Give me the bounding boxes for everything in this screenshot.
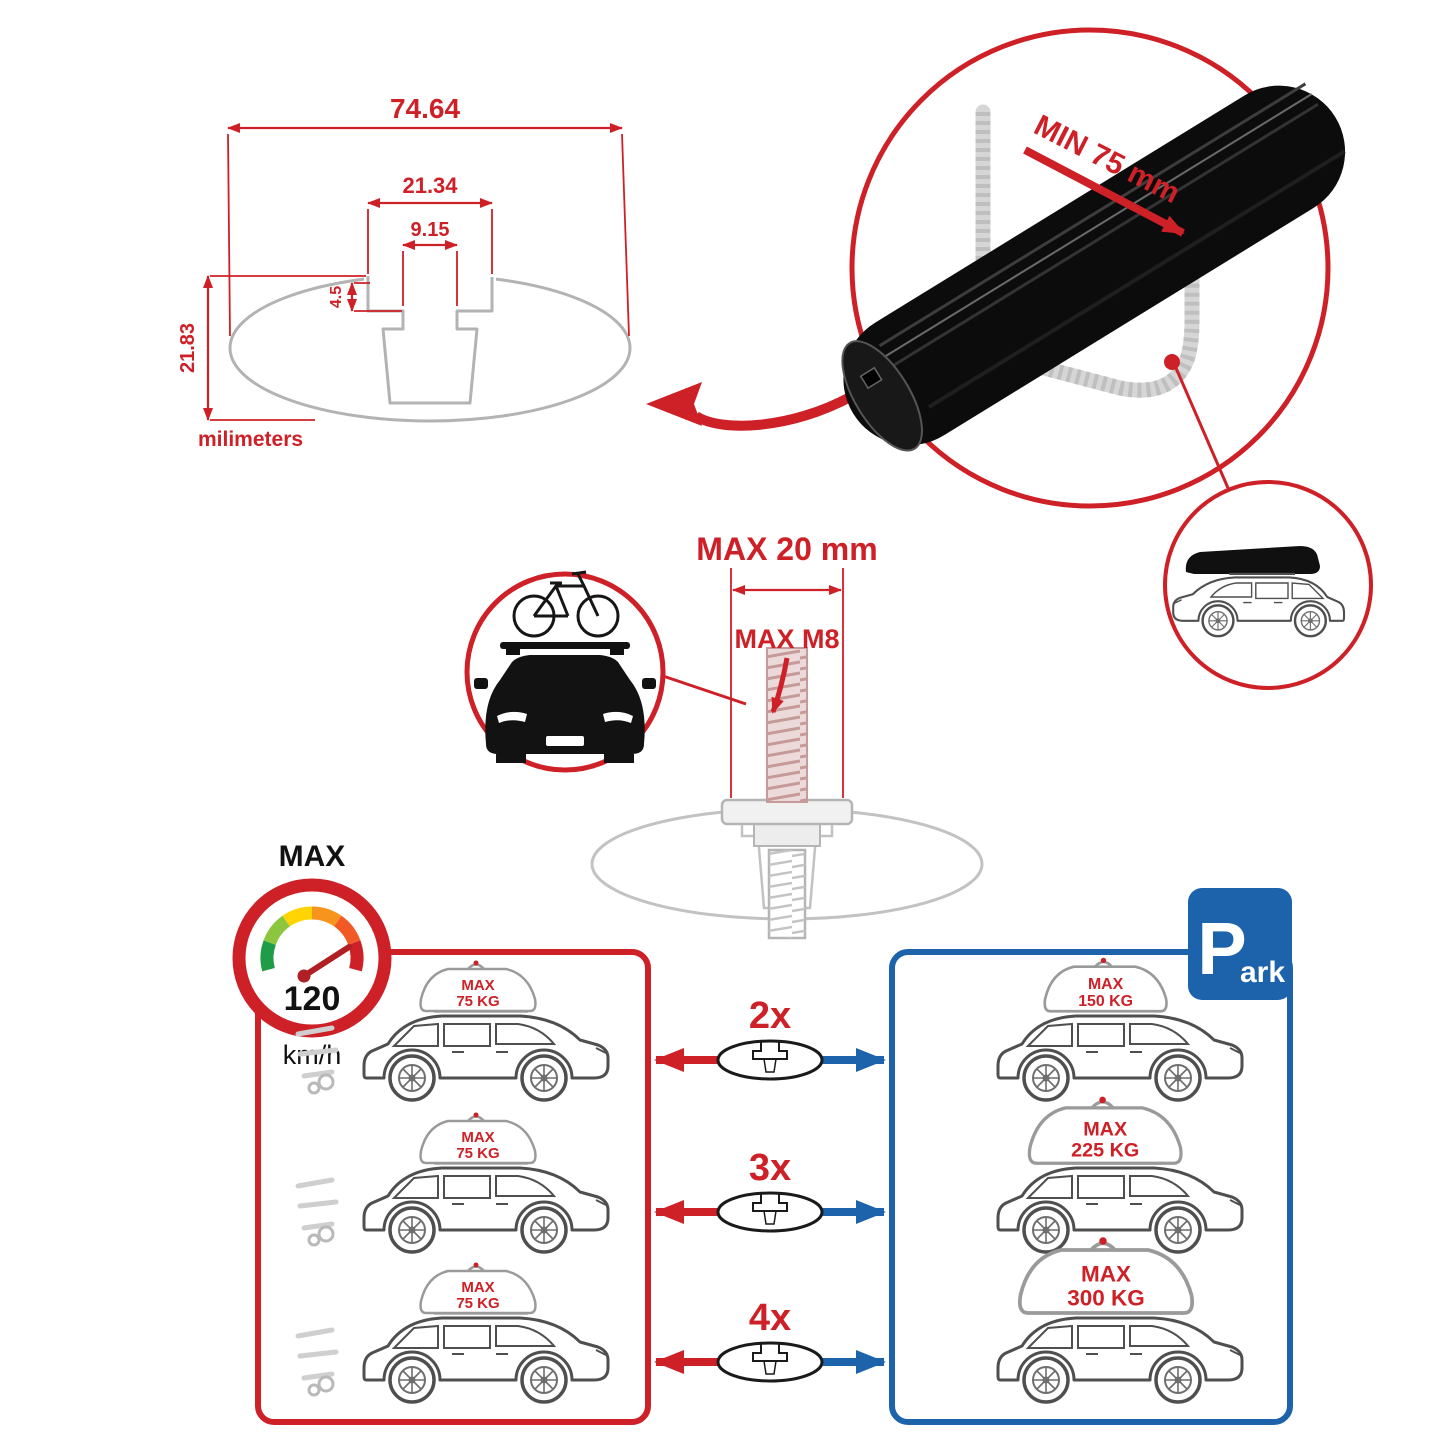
dim-step-depth-label: 4.5 bbox=[328, 286, 345, 308]
gauge-needle bbox=[301, 944, 352, 979]
bar-zoom-detail: MIN 75 mm bbox=[646, 27, 1373, 690]
dim-channel-width-label: 21.34 bbox=[402, 173, 458, 198]
car-front-bike-icon bbox=[464, 570, 666, 773]
multiplier-label: 3x bbox=[749, 1147, 791, 1189]
bag-weight-label: 75 KG bbox=[456, 1145, 499, 1162]
bicycle-icon bbox=[512, 570, 620, 638]
bag-max-label: MAX bbox=[461, 1279, 494, 1296]
min-clearance-arrow-icon bbox=[1023, 146, 1185, 237]
bag-max-label: MAX bbox=[1081, 1262, 1131, 1287]
bag-max-label: MAX bbox=[461, 977, 494, 994]
cargo-bag-driving-3: MAX 75 KG bbox=[419, 1261, 537, 1315]
parked-load-box bbox=[889, 949, 1293, 1425]
bag-weight-label: 150 KG bbox=[1078, 993, 1133, 1010]
bolt-thread-label: MAX M8 bbox=[734, 624, 839, 654]
callout-line bbox=[1174, 367, 1230, 489]
crossbar-profile-outline bbox=[228, 273, 632, 423]
park-sign-letter: P bbox=[1197, 907, 1246, 990]
park-sign-suffix: ark bbox=[1240, 956, 1285, 989]
cross-section-diagram: 74.64 21.34 9.15 4.5 21.83 milimeters bbox=[177, 93, 632, 451]
crossbar-profile-icon bbox=[716, 1039, 824, 1081]
speedometer-icon: MAX 120 km/h bbox=[232, 840, 392, 1070]
dim-slot-width-label: 9.15 bbox=[411, 219, 450, 241]
bolt-length-label: MAX 20 mm bbox=[696, 531, 877, 567]
circle-leader-line bbox=[662, 674, 747, 706]
multiplier-label: 4x bbox=[749, 1297, 791, 1339]
multiplier-row-1: 2x bbox=[654, 995, 886, 1081]
cargo-bag-parked-2: MAX 225 KG bbox=[1027, 1094, 1183, 1165]
driving-car-row-1 bbox=[295, 1009, 610, 1102]
parked-car-row-3 bbox=[996, 1311, 1244, 1404]
crossbar-3d-icon bbox=[841, 82, 1346, 452]
cargo-bag-parked-3: MAX 300 KG bbox=[1017, 1235, 1195, 1315]
units-label: milimeters bbox=[198, 428, 303, 451]
cargo-bag-parked-1: MAX 150 KG bbox=[1043, 956, 1168, 1013]
bolt-spec-diagram: MAX 20 mm MAX M8 bbox=[464, 531, 984, 940]
thread-pointer-arrow-icon bbox=[770, 657, 790, 714]
multiplier-label: 2x bbox=[749, 995, 791, 1037]
crossbar-profile-icon bbox=[716, 1191, 824, 1233]
bag-max-label: MAX bbox=[1088, 976, 1124, 993]
driving-load-box bbox=[255, 949, 651, 1425]
driving-car-row-2 bbox=[295, 1161, 610, 1254]
driving-car-row-3 bbox=[295, 1311, 610, 1404]
crossbar-profile-icon bbox=[716, 1341, 824, 1383]
dim-total-height-label: 21.83 bbox=[177, 323, 199, 373]
speed-heading: MAX bbox=[279, 840, 346, 873]
bag-weight-label: 225 KG bbox=[1071, 1140, 1139, 1162]
bag-weight-label: 300 KG bbox=[1067, 1286, 1145, 1311]
t-slot-channel bbox=[366, 276, 494, 405]
bag-max-label: MAX bbox=[461, 1129, 494, 1146]
bag-weight-label: 75 KG bbox=[456, 1295, 499, 1312]
cargo-bag-driving-1: MAX 75 KG bbox=[419, 959, 537, 1013]
suv-roofbox-icon bbox=[1163, 480, 1373, 690]
dim-total-width-label: 74.64 bbox=[390, 93, 460, 124]
bag-max-label: MAX bbox=[1083, 1119, 1128, 1141]
bag-weight-label: 75 KG bbox=[456, 993, 499, 1010]
multiplier-row-3: 4x bbox=[654, 1297, 886, 1383]
parked-car-row-2 bbox=[996, 1161, 1244, 1254]
cargo-bag-driving-2: MAX 75 KG bbox=[419, 1111, 537, 1165]
park-sign: P ark bbox=[1188, 888, 1292, 1000]
bolt-icon bbox=[720, 647, 854, 940]
speed-value: 120 bbox=[284, 980, 341, 1018]
parked-car-row-1 bbox=[996, 1009, 1244, 1102]
load-capacity-section: P ark MAX 120 km/h bbox=[232, 840, 1293, 1425]
multiplier-row-2: 3x bbox=[654, 1147, 886, 1233]
zoom-callout-arrow-icon bbox=[646, 382, 855, 431]
bracket-pointer-dot bbox=[1164, 354, 1180, 370]
